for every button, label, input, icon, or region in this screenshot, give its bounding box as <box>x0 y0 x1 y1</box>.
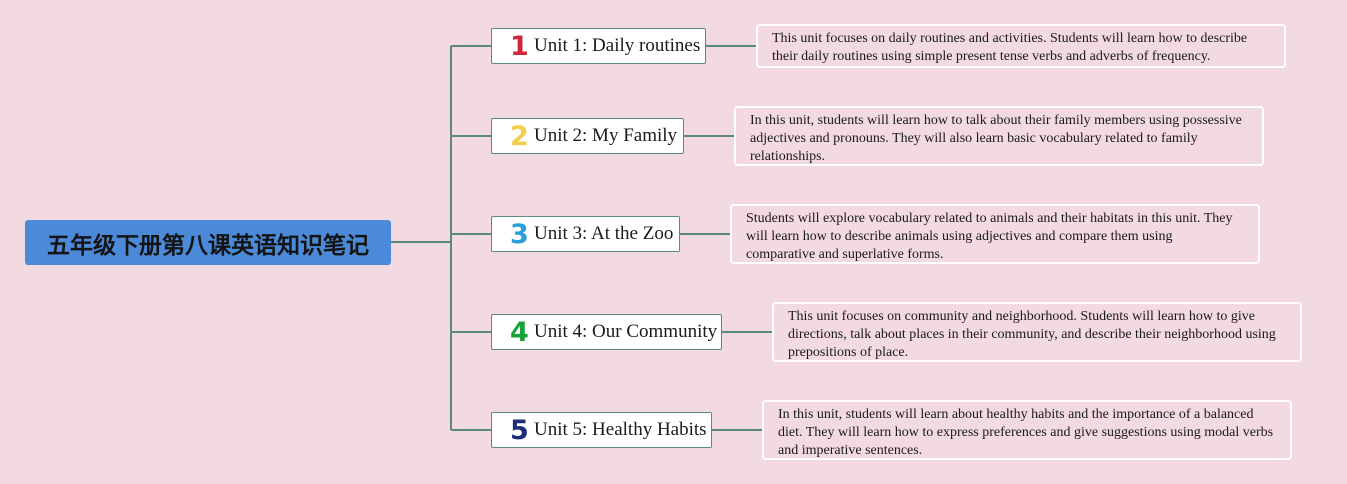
unit-label: Unit 3: At the Zoo <box>534 223 674 244</box>
unit-label: Unit 1: Daily routines <box>534 35 701 56</box>
number-4-icon: 4 <box>510 316 529 348</box>
unit-node-3[interactable]: 3 Unit 3: At the Zoo <box>491 216 680 252</box>
root-topic[interactable]: 五年级下册第八课英语知识笔记 <box>25 220 391 265</box>
unit-node-1[interactable]: 1 Unit 1: Daily routines <box>491 28 706 64</box>
unit-description-4[interactable]: This unit focuses on community and neigh… <box>772 302 1302 362</box>
unit-label: Unit 4: Our Community <box>534 321 718 342</box>
description-text: This unit focuses on daily routines and … <box>772 31 1248 64</box>
number-5-icon: 5 <box>510 414 529 446</box>
number-3-icon: 3 <box>510 218 529 250</box>
number-2-icon: 2 <box>510 120 529 152</box>
unit-description-1[interactable]: This unit focuses on daily routines and … <box>756 24 1286 68</box>
unit-description-3[interactable]: Students will explore vocabulary related… <box>730 204 1260 264</box>
unit-node-5[interactable]: 5 Unit 5: Healthy Habits <box>491 412 712 448</box>
unit-node-4[interactable]: 4 Unit 4: Our Community <box>491 314 722 350</box>
unit-description-5[interactable]: In this unit, students will learn about … <box>762 400 1292 460</box>
number-1-icon: 1 <box>510 30 529 62</box>
unit-label: Unit 2: My Family <box>534 125 678 146</box>
unit-node-2[interactable]: 2 Unit 2: My Family <box>491 118 684 154</box>
description-text: In this unit, students will learn about … <box>778 407 1274 458</box>
unit-description-2[interactable]: In this unit, students will learn how to… <box>734 106 1264 166</box>
description-text: In this unit, students will learn how to… <box>750 113 1242 164</box>
description-text: Students will explore vocabulary related… <box>746 211 1233 262</box>
unit-label: Unit 5: Healthy Habits <box>534 419 707 440</box>
root-title: 五年级下册第八课英语知识笔记 <box>47 232 369 259</box>
description-text: This unit focuses on community and neigh… <box>788 309 1276 360</box>
